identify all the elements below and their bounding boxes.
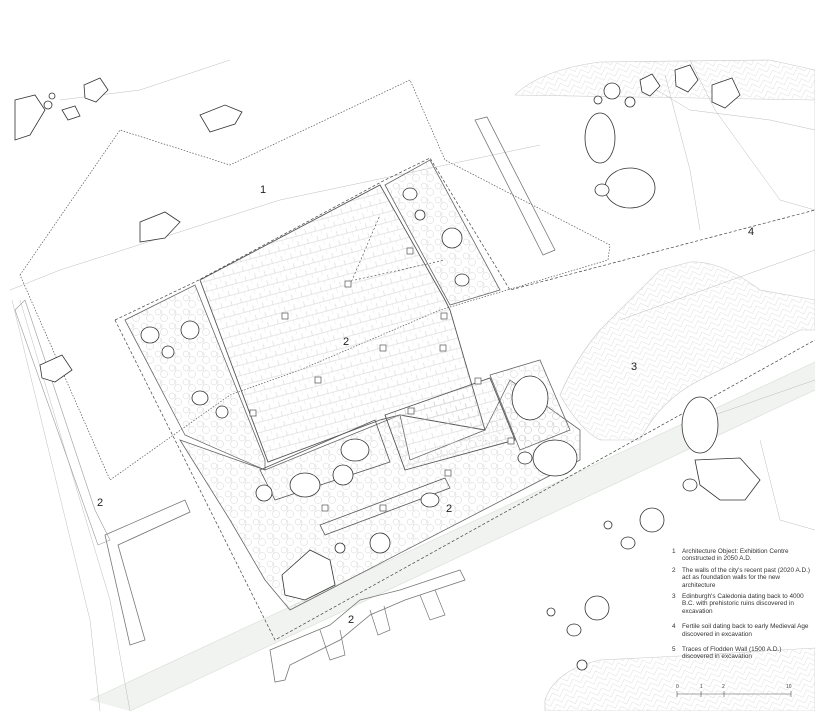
property-lines (9, 59, 815, 711)
stones (14, 64, 761, 671)
wall-bottom (269, 569, 466, 683)
column-markers (249, 247, 515, 512)
legend-num: 2 (672, 566, 676, 574)
legend-text: Fertile soil dating back to early Mediev… (682, 623, 809, 638)
legend-text: Edinburgh's Caledonia dating back to 400… (682, 593, 804, 615)
legend-text: Traces of Flodden Wall (1500 A.D.) disco… (682, 646, 782, 661)
scale-tick-label: 0 (676, 684, 679, 690)
wall-left (104, 499, 191, 646)
legend-num: 5 (672, 646, 676, 654)
scale-bar: 0 1 2 10 (676, 684, 796, 704)
planter-left (124, 284, 266, 471)
zone-label-3: 3 (631, 361, 637, 373)
legend-num: 3 (672, 593, 676, 601)
legend-num: 4 (672, 623, 676, 631)
zone-label-1: 1 (260, 184, 266, 196)
legend-item-2: 2 The walls of the city's recent past (2… (672, 567, 812, 589)
scale-tick-label: 10 (786, 684, 792, 690)
wall-strip-top (474, 116, 556, 256)
zone-label-2-left: 2 (97, 497, 103, 509)
legend-item-3: 3 Edinburgh's Caledonia dating back to 4… (672, 593, 812, 615)
zone-label-2-bottom: 2 (348, 614, 354, 626)
scale-line (676, 691, 792, 697)
road-strip (90, 362, 815, 711)
legend-num: 1 (672, 548, 676, 555)
zone-label-2-lower: 2 (446, 503, 452, 515)
legend: 1 Architecture Object: Exhibition Centre… (672, 548, 812, 665)
zone-label-2-center: 2 (343, 336, 349, 348)
zone-label-4: 4 (748, 226, 754, 238)
legend-item-4: 4 Fertile soil dating back to early Medi… (672, 623, 812, 638)
legend-text: Architecture Object: Exhibition Centre c… (682, 548, 789, 563)
legend-item-5: 5 Traces of Flodden Wall (1500 A.D.) dis… (672, 646, 812, 661)
scale-tick-label: 1 (700, 684, 703, 690)
scale-tick-label: 2 (722, 684, 725, 690)
exhibition-centre-outline (19, 79, 611, 481)
legend-item-1: 1 Architecture Object: Exhibition Centre… (672, 548, 812, 563)
excavation-boundary (114, 157, 815, 321)
fertile-soil-area (514, 59, 815, 441)
legend-text: The walls of the city's recent past (202… (682, 566, 811, 589)
